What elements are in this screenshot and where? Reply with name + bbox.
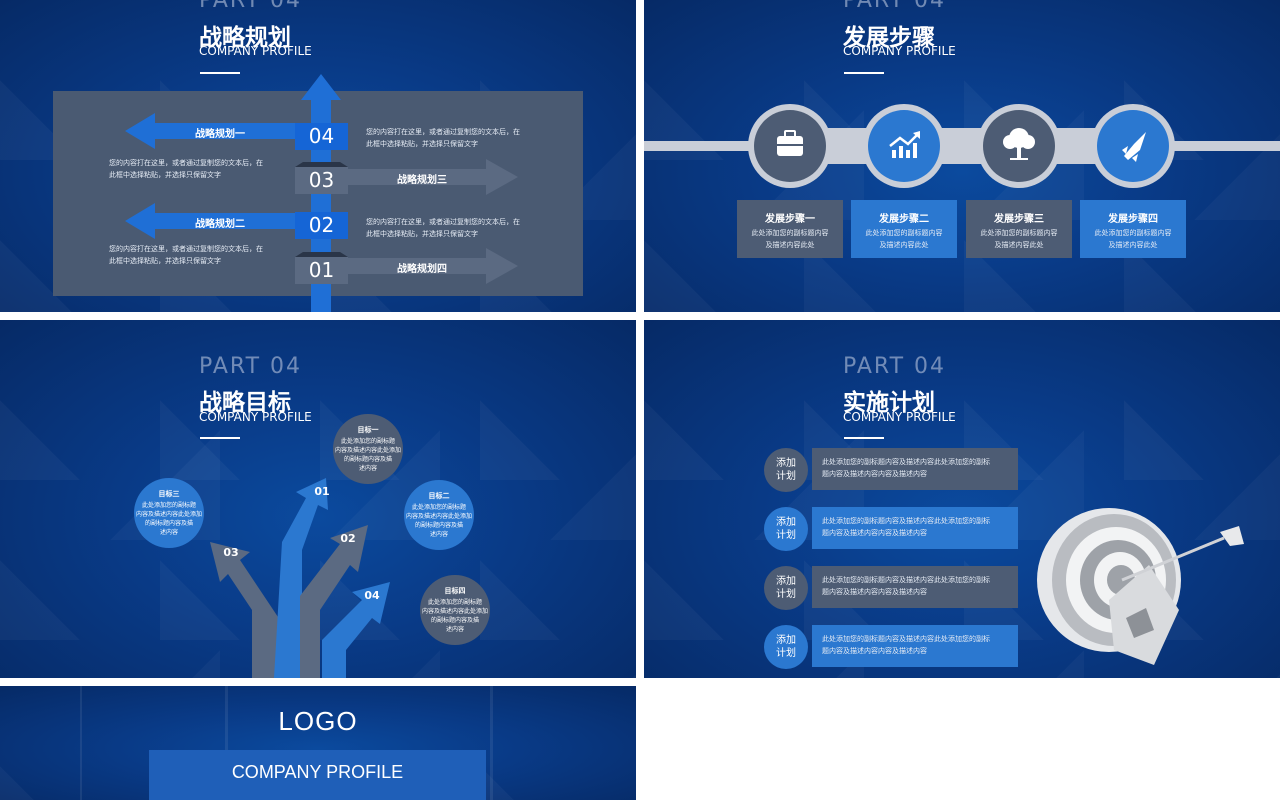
plan-text: 此处添加您的副标题内容及描述内容此处添加您的副标题内容及描述内容内容及描述内容 [812, 625, 1018, 667]
title-underline [200, 437, 240, 439]
num-02: 02 [308, 213, 335, 237]
arrow-02 [300, 525, 368, 678]
plan-badge: 添加计划 [764, 625, 808, 669]
part-label: PART 04 [843, 0, 947, 13]
title-underline [844, 72, 884, 74]
logo-text: LOGO [278, 706, 358, 736]
slide-development-steps[interactable]: PART 04 发展步骤 COMPANY PROFILE [644, 0, 1280, 312]
step-title: 发展步骤二 [879, 214, 929, 225]
arrow-label-1: 战略规划一 [195, 129, 245, 140]
goal-circle-4 [420, 575, 490, 645]
text-block-right-2: 您的内容打在这里，或者通过复制您的文本后，在此框中选择粘贴，并选择只保留文字 [366, 218, 520, 238]
arrow-label-3: 战略规划三 [397, 175, 447, 186]
arrow-label-2: 战略规划二 [195, 219, 245, 230]
arrow-01 [274, 478, 328, 678]
part-label: PART 04 [199, 0, 303, 13]
step-title: 发展步骤三 [994, 214, 1044, 225]
step-title: 发展步骤四 [1108, 214, 1158, 225]
arrow-04 [322, 582, 390, 678]
slide-title: 实施计划 [843, 390, 935, 416]
plan-badge: 添加计划 [764, 566, 808, 610]
slide-title: 发展步骤 [843, 25, 935, 51]
slide-logo-cover[interactable]: LOGO COMPANY PROFILE [0, 686, 636, 800]
timeline-graphic [125, 74, 518, 312]
goal-text-3: 目标三 此处添加您的副标题内容及描述内容此处添加 的副标题内容及描述内容 [135, 490, 202, 536]
arrow-right-2 [348, 248, 518, 284]
slide-implementation-plan[interactable]: PART 04 实施计划 COMPANY PROFILE 添加计划 此处添加您的… [644, 320, 1280, 678]
goal-text-4: 目标四 此处添加您的副标题内容及描述内容此处添加 的副标题内容及描述内容 [421, 587, 488, 633]
arrow-left-1 [125, 113, 295, 149]
slide-subtitle: COMPANY PROFILE [199, 44, 312, 58]
plan-row-2: 添加计划 此处添加您的副标题内容及描述内容此处添加您的副标题内容及描述内容内容及… [764, 507, 1019, 551]
num-03: 03 [308, 168, 335, 192]
text-block-left-2: 您的内容打在这里，或者通过复制您的文本后，在此框中选择粘贴，并选择只保留文字 [109, 245, 263, 265]
plan-badge: 添加计划 [764, 507, 808, 551]
title-underline [200, 72, 240, 74]
arrow-label-4: 战略规划四 [397, 264, 447, 275]
num-box-03 [295, 167, 348, 194]
plan-row-4: 添加计划 此处添加您的副标题内容及描述内容此处添加您的副标题内容及描述内容内容及… [764, 625, 1019, 669]
slide-strategy-plan[interactable]: PART 04 战略规划 COMPANY PROFILE 04 03 02 01… [0, 0, 636, 312]
arrow-03 [210, 542, 280, 678]
num-box-04 [295, 123, 348, 150]
step-card-1: 发展步骤一 此处添加您的副标题内容 及描述内容此处 [737, 200, 843, 258]
arrow-label-02: 02 [340, 532, 356, 545]
arrow-right-1 [348, 159, 518, 195]
target-icon [1037, 508, 1244, 665]
goal-circle-1 [333, 414, 403, 484]
part-label: PART 04 [843, 354, 947, 379]
plan-text: 此处添加您的副标题内容及描述内容此处添加您的副标题内容及描述内容内容及描述内容 [812, 448, 1018, 490]
plan-row-1: 添加计划 此处添加您的副标题内容及描述内容此处添加您的副标题内容及描述内容内容及… [764, 448, 1019, 492]
num-box-02 [295, 212, 348, 239]
num-box-01 [295, 257, 348, 284]
part-label: PART 04 [199, 354, 303, 379]
step-card-3: 发展步骤三 此处添加您的副标题内容 及描述内容此处 [966, 200, 1072, 258]
plan-text: 此处添加您的副标题内容及描述内容此处添加您的副标题内容及描述内容内容及描述内容 [812, 566, 1018, 608]
steps-chain [644, 104, 1280, 188]
company-banner: COMPANY PROFILE [149, 750, 486, 800]
briefcase-icon [777, 130, 803, 156]
text-block-right-1: 您的内容打在这里，或者通过复制您的文本后，在此框中选择粘贴，并选择只保留文字 [366, 128, 520, 148]
step-card-4: 发展步骤四 此处添加您的副标题内容 及描述内容此处 [1080, 200, 1186, 258]
num-01: 01 [308, 258, 335, 282]
tree-icon [1003, 128, 1035, 160]
goal-text-2: 目标二 此处添加您的副标题内容及描述内容此处添加 的副标题内容及描述内容 [405, 492, 472, 538]
plan-text: 此处添加您的副标题内容及描述内容此处添加您的副标题内容及描述内容内容及描述内容 [812, 507, 1018, 549]
text-block-left-1: 您的内容打在这里，或者通过复制您的文本后，在此框中选择粘贴，并选择只保留文字 [109, 159, 263, 179]
num-04: 04 [308, 124, 335, 148]
goal-circle-3 [134, 478, 204, 548]
slide-subtitle: COMPANY PROFILE [199, 410, 312, 424]
plan-row-3: 添加计划 此处添加您的副标题内容及描述内容此处添加您的副标题内容及描述内容内容及… [764, 566, 1019, 610]
slide-subtitle: COMPANY PROFILE [843, 410, 956, 424]
rocket-icon [1122, 132, 1146, 162]
slide-title: 战略目标 [199, 390, 291, 416]
arrow-label-01: 01 [314, 485, 330, 498]
growth-arrows [134, 414, 490, 678]
step-title: 发展步骤一 [765, 214, 815, 225]
slide-title: 战略规划 [199, 25, 291, 51]
goal-circle-2 [404, 480, 474, 550]
chart-icon [889, 131, 920, 158]
step-card-2: 发展步骤二 此处添加您的副标题内容 及描述内容此处 [851, 200, 957, 258]
arrow-label-04: 04 [364, 589, 380, 602]
slide-strategic-goals[interactable]: PART 04 战略目标 COMPANY PROFILE 01 02 03 04… [0, 320, 636, 678]
plan-badge: 添加计划 [764, 448, 808, 492]
arrow-left-2 [125, 203, 295, 239]
goal-text-1: 目标一 此处添加您的副标题内容及描述内容此处添加 的副标题内容及描述内容 [334, 426, 401, 472]
arrow-label-03: 03 [223, 546, 239, 559]
title-underline [844, 437, 884, 439]
slide-subtitle: COMPANY PROFILE [843, 44, 956, 58]
